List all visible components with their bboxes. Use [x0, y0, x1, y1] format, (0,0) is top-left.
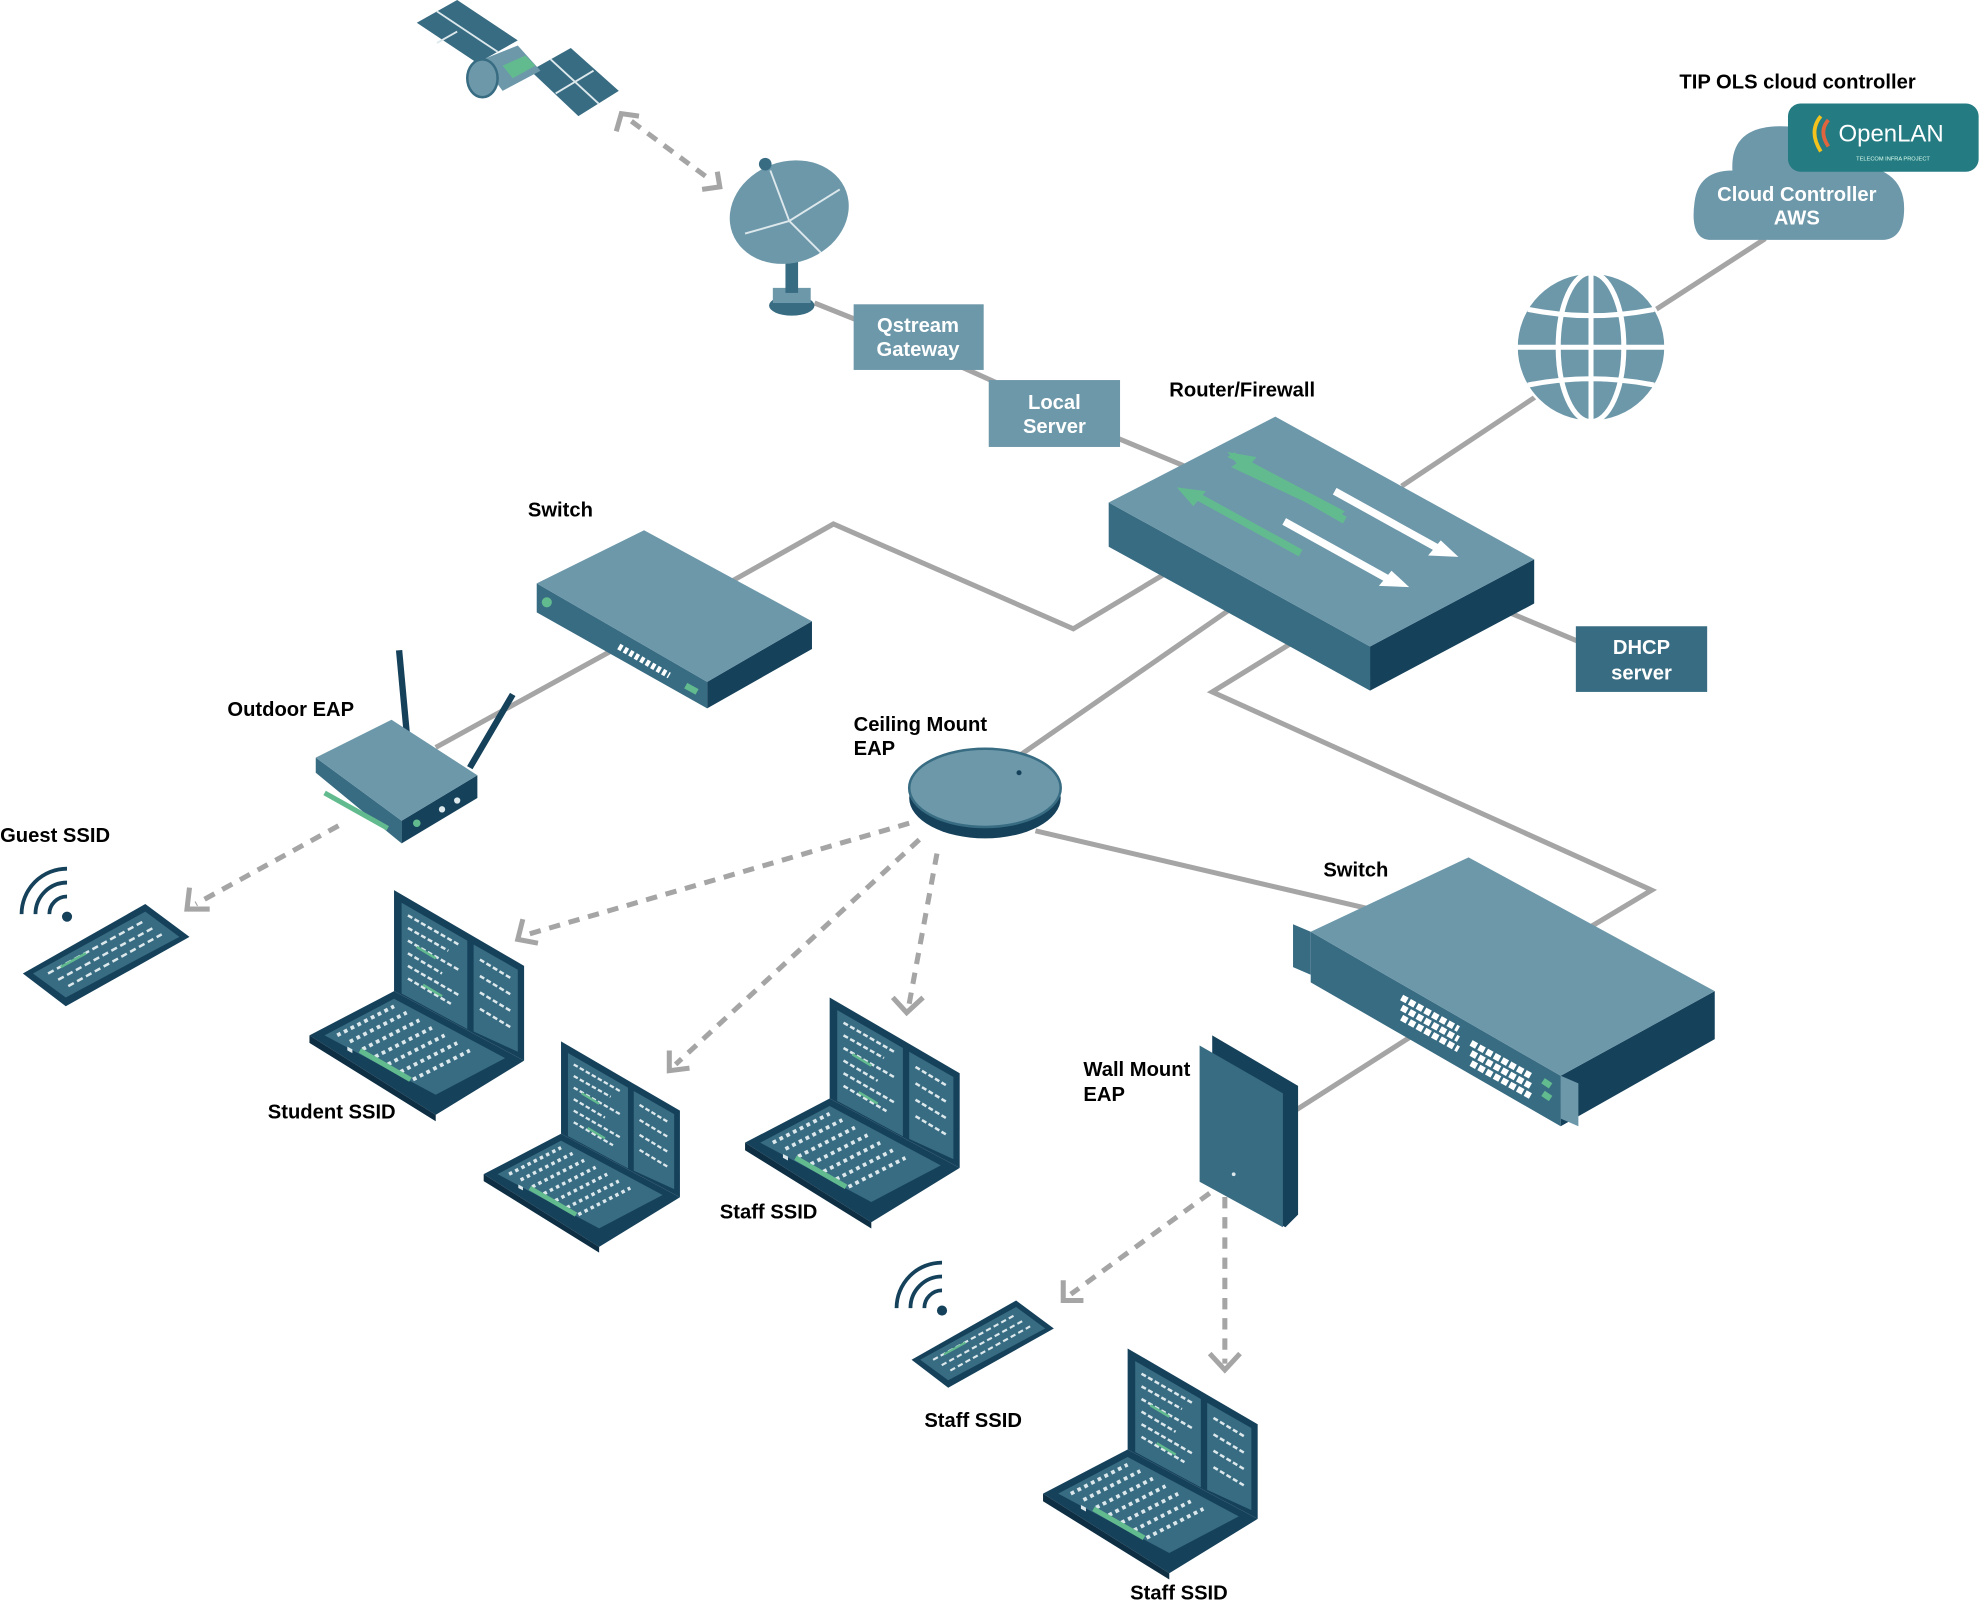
wall-eap-label-1: Wall Mount — [1083, 1059, 1190, 1081]
openlan-sub-text: TELECOM INFRA PROJECT — [1856, 156, 1930, 162]
qstream-label-1: Qstream — [877, 315, 959, 337]
openlan-logo-text: OpenLAN — [1838, 120, 1943, 147]
router-firewall-icon — [1108, 416, 1535, 691]
switch-big-label: Switch — [1323, 859, 1388, 881]
ceiling-eap-label-2: EAP — [854, 738, 896, 760]
wire-local-router — [1110, 433, 1195, 473]
local-server-label-1: Local — [1028, 392, 1081, 414]
wire-bigswitch-wallmount — [1292, 1030, 1419, 1114]
dhcp-label-2: server — [1611, 662, 1672, 684]
wifi-icon — [19, 866, 74, 924]
wire-globe-cloud — [1652, 236, 1767, 313]
tip-cloud-label: TIP OLS cloud controller — [1679, 71, 1915, 93]
switch-top-label: Switch — [528, 499, 593, 521]
dhcp-label-1: DHCP — [1613, 637, 1670, 659]
ceiling-mount-eap-icon — [907, 747, 1062, 839]
wire-ceiling-bigswitch — [1034, 828, 1371, 912]
local-server-box: Local Server — [988, 380, 1121, 447]
switch-top-icon — [536, 530, 812, 709]
wire-router-ceiling — [1015, 606, 1233, 760]
staff-ssid-label-1: Staff SSID — [720, 1201, 818, 1223]
cloud-label-1: Cloud Controller — [1717, 184, 1876, 206]
wire-switch-outdoor-eap — [434, 648, 614, 750]
dhcp-server-box: DHCP server — [1575, 626, 1708, 692]
wire-router-dhcp — [1501, 607, 1580, 644]
wall-eap-label-2: EAP — [1083, 1084, 1125, 1106]
staff-ssid-label-2: Staff SSID — [924, 1410, 1022, 1432]
local-server-label-2: Server — [1023, 416, 1086, 438]
wireless-links — [184, 110, 1242, 1374]
satellite-icon — [416, 0, 619, 117]
qstream-gateway-box: Qstream Gateway — [853, 304, 984, 370]
guest-phone-icon — [21, 902, 191, 1008]
staff-phone-icon — [910, 1299, 1056, 1390]
ceiling-eap-label-1: Ceiling Mount — [854, 714, 988, 736]
wifi-icon-2 — [894, 1260, 949, 1318]
switch-big-icon — [1293, 857, 1715, 1127]
laptop-icon — [484, 1041, 680, 1252]
staff-ssid-label-3: Staff SSID — [1130, 1583, 1228, 1601]
staff-laptop-icon-2 — [1043, 1348, 1258, 1579]
wire-router-globe — [1400, 393, 1540, 489]
outdoor-eap-label: Outdoor EAP — [227, 699, 354, 721]
guest-ssid-label: Guest SSID — [0, 825, 110, 847]
cloud-controller-icon: Cloud Controller AWS — [1693, 126, 1905, 240]
satellite-dish-icon — [729, 157, 849, 316]
wire-router-bigswitch — [1206, 639, 1658, 931]
wall-mount-eap-icon — [1199, 1035, 1299, 1228]
router-label: Router/Firewall — [1169, 379, 1315, 401]
outdoor-eap-icon — [315, 649, 516, 844]
cloud-label-2: AWS — [1774, 208, 1820, 230]
student-ssid-label: Student SSID — [268, 1102, 396, 1124]
qstream-label-2: Gateway — [877, 339, 961, 361]
wires — [434, 236, 1767, 1114]
student-laptop-icon — [309, 890, 524, 1121]
openlan-logo: OpenLAN TELECOM INFRA PROJECT — [1787, 103, 1979, 172]
staff-laptop-icon-1 — [745, 997, 960, 1228]
wire-switch-router — [731, 521, 1176, 632]
internet-globe-icon — [1515, 270, 1667, 425]
